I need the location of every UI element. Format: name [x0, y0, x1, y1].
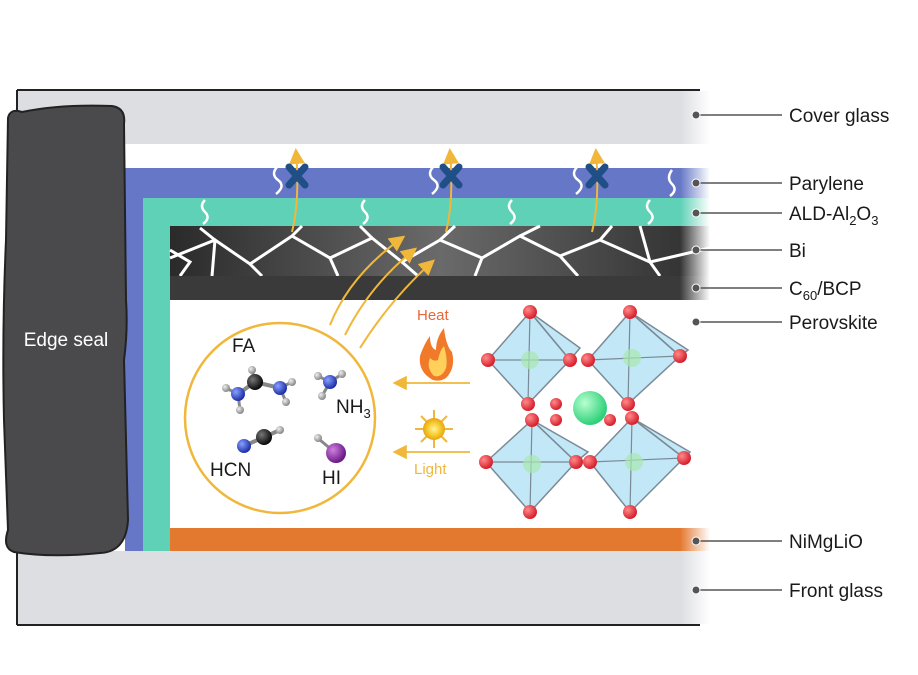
heat-label: Heat: [417, 307, 450, 324]
leader-lines: [696, 114, 782, 591]
label-parylene: Parylene: [789, 174, 864, 195]
hi-label: HI: [322, 468, 341, 489]
diffusion-arrows: [329, 235, 435, 349]
fa-molecule-icon: [222, 366, 296, 414]
label-perovskite: Perovskite: [789, 313, 878, 334]
label-bi: Bi: [789, 241, 806, 262]
front-glass-layer: [18, 551, 710, 624]
label-cover-glass: Cover glass: [789, 106, 889, 127]
fa-label: FA: [232, 336, 256, 357]
ald-layer: [143, 198, 710, 226]
sun-icon: [415, 410, 453, 448]
escape-arrows: [289, 148, 605, 233]
decomposition-products-circle: [183, 321, 377, 515]
nh3-label: NH3: [336, 397, 371, 421]
c60-bcp-layer: [170, 276, 710, 300]
hi-molecule-icon: [314, 434, 346, 463]
label-ald: ALD-Al2O3: [789, 204, 878, 228]
edge-seal-label: Edge seal: [24, 330, 109, 351]
perovskite-crystal-icon: [479, 305, 692, 519]
bi-layer: [170, 226, 710, 276]
barrier-defects: [200, 165, 676, 225]
edge-seal: [2, 104, 130, 557]
bi-cracks: [169, 224, 711, 278]
flame-icon: [419, 328, 454, 381]
hcn-label: HCN: [210, 460, 251, 481]
label-front-glass: Front glass: [789, 581, 883, 602]
nimglio-layer: [170, 528, 710, 551]
hcn-molecule-icon: [237, 426, 284, 453]
nh3-molecule-icon: [314, 370, 346, 400]
label-nimglio: NiMgLiO: [789, 532, 863, 553]
label-c60-bcp: C60/BCP: [789, 279, 862, 303]
light-label: Light: [414, 461, 447, 478]
parylene-layer: [125, 168, 710, 198]
cover-glass-layer: [18, 91, 710, 144]
blocked-x-marks: [285, 163, 609, 189]
